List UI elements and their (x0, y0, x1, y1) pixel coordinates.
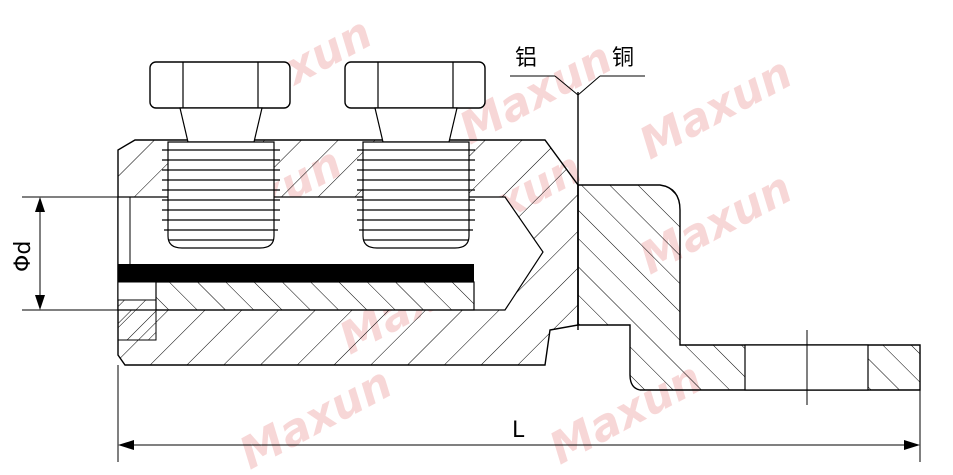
bolt-left (149, 61, 291, 249)
label-leader-right-slant (577, 75, 601, 96)
pressure-plate (155, 281, 475, 311)
contact-strip (118, 264, 474, 282)
sleeve-left-step-inner (117, 281, 157, 301)
bolt-neck (179, 107, 263, 143)
watermark-text: Maxun (631, 47, 800, 169)
bolt-thread (362, 141, 470, 249)
bolt-thread (167, 141, 275, 249)
bolt-right (344, 61, 486, 249)
aluminum-label: 铝 (515, 46, 537, 71)
length-label: L (512, 418, 525, 443)
diameter-label: Φd (11, 241, 36, 272)
watermark-text: Maxun (231, 357, 400, 475)
label-leader-left-slant (554, 75, 579, 96)
bolt-hex-head (149, 61, 291, 109)
copper-label: 铜 (612, 46, 634, 71)
diameter-dimension: Φd (11, 196, 118, 311)
bolt-neck (374, 107, 458, 143)
bolt-hex-head (344, 61, 486, 109)
length-dimension: L (117, 365, 921, 462)
